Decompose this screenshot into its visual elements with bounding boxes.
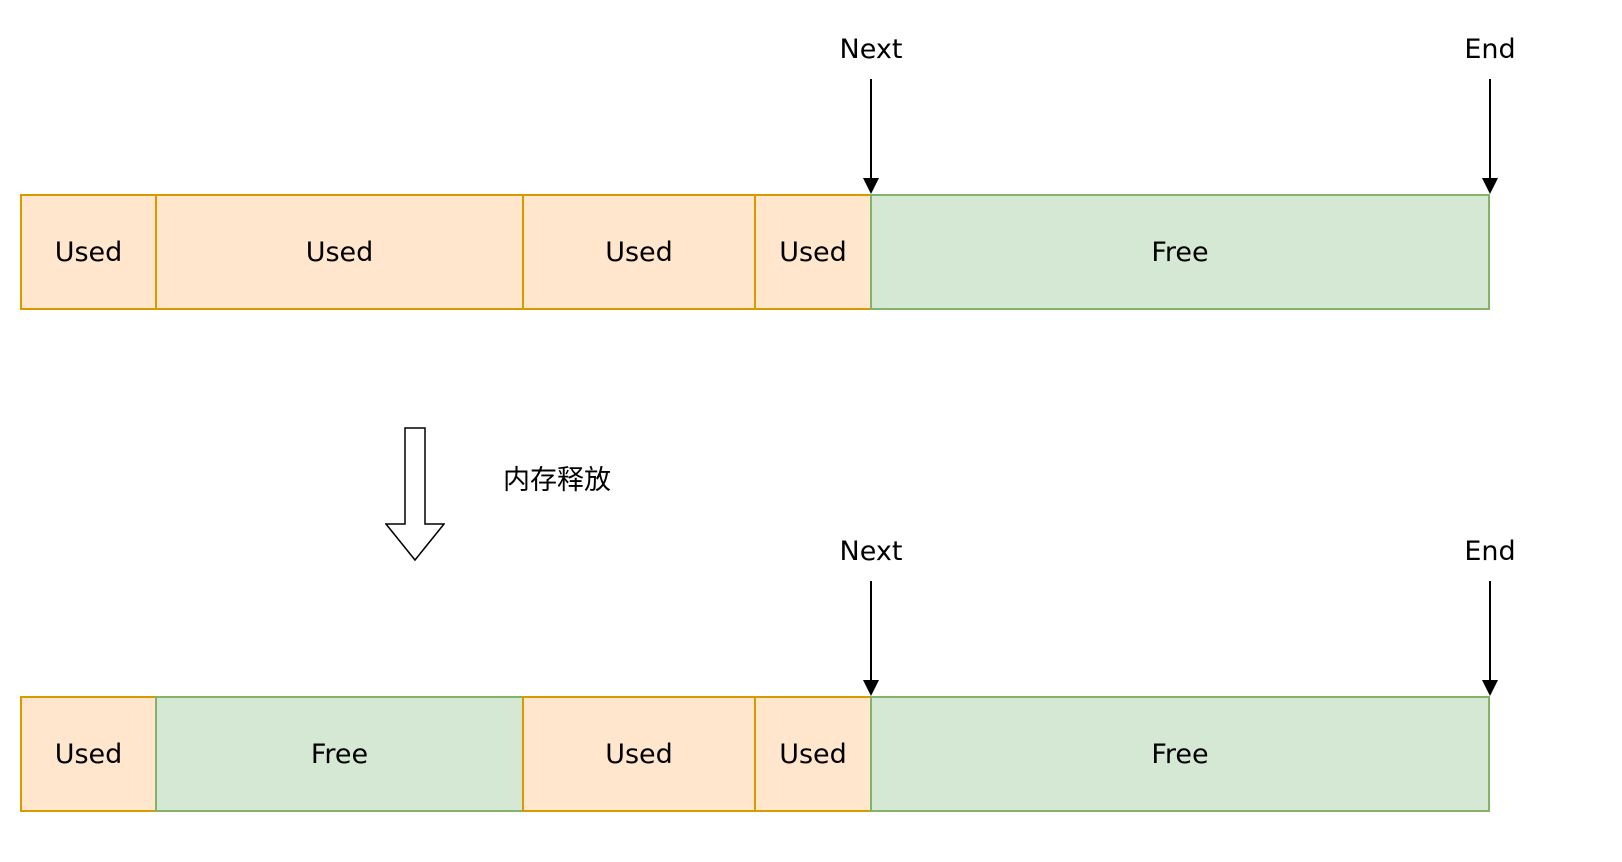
- after-next-label: Next: [839, 536, 903, 567]
- transition-label: 内存释放: [503, 465, 611, 496]
- after-next-arrow-line: [870, 581, 872, 681]
- segment-label: Used: [779, 236, 847, 268]
- segment-label: Free: [1151, 738, 1209, 770]
- segment-label: Used: [54, 236, 123, 268]
- before-end-arrow-head: [1482, 178, 1498, 194]
- after-end-label: End: [1464, 536, 1516, 567]
- segment-label: Free: [310, 738, 369, 770]
- before-segment-5: Free: [870, 194, 1490, 310]
- segment-label: Used: [54, 738, 123, 770]
- before-next-label: Next: [839, 34, 903, 65]
- memory-bar-before: Used Used Used Used Free: [20, 194, 1490, 310]
- hollow-down-arrow-icon: [385, 427, 445, 562]
- segment-label: Used: [779, 738, 847, 770]
- before-segment-3: Used: [522, 194, 756, 310]
- before-segment-1: Used: [20, 194, 157, 310]
- after-segment-2: Free: [155, 696, 524, 812]
- segment-label: Free: [1151, 236, 1209, 268]
- before-next-arrow-head: [863, 178, 879, 194]
- before-next-arrow-line: [870, 79, 872, 179]
- segment-label: Used: [605, 738, 673, 770]
- after-segment-4: Used: [754, 696, 872, 812]
- after-segment-5: Free: [870, 696, 1490, 812]
- after-segment-1: Used: [20, 696, 157, 812]
- memory-bar-after: Used Free Used Used Free: [20, 696, 1490, 812]
- after-end-arrow-line: [1489, 581, 1491, 681]
- before-end-arrow-line: [1489, 79, 1491, 179]
- segment-label: Used: [305, 236, 374, 268]
- before-segment-4: Used: [754, 194, 872, 310]
- after-segment-3: Used: [522, 696, 756, 812]
- before-segment-2: Used: [155, 194, 524, 310]
- after-end-arrow-head: [1482, 680, 1498, 696]
- after-next-arrow-head: [863, 680, 879, 696]
- before-end-label: End: [1464, 34, 1516, 65]
- segment-label: Used: [605, 236, 673, 268]
